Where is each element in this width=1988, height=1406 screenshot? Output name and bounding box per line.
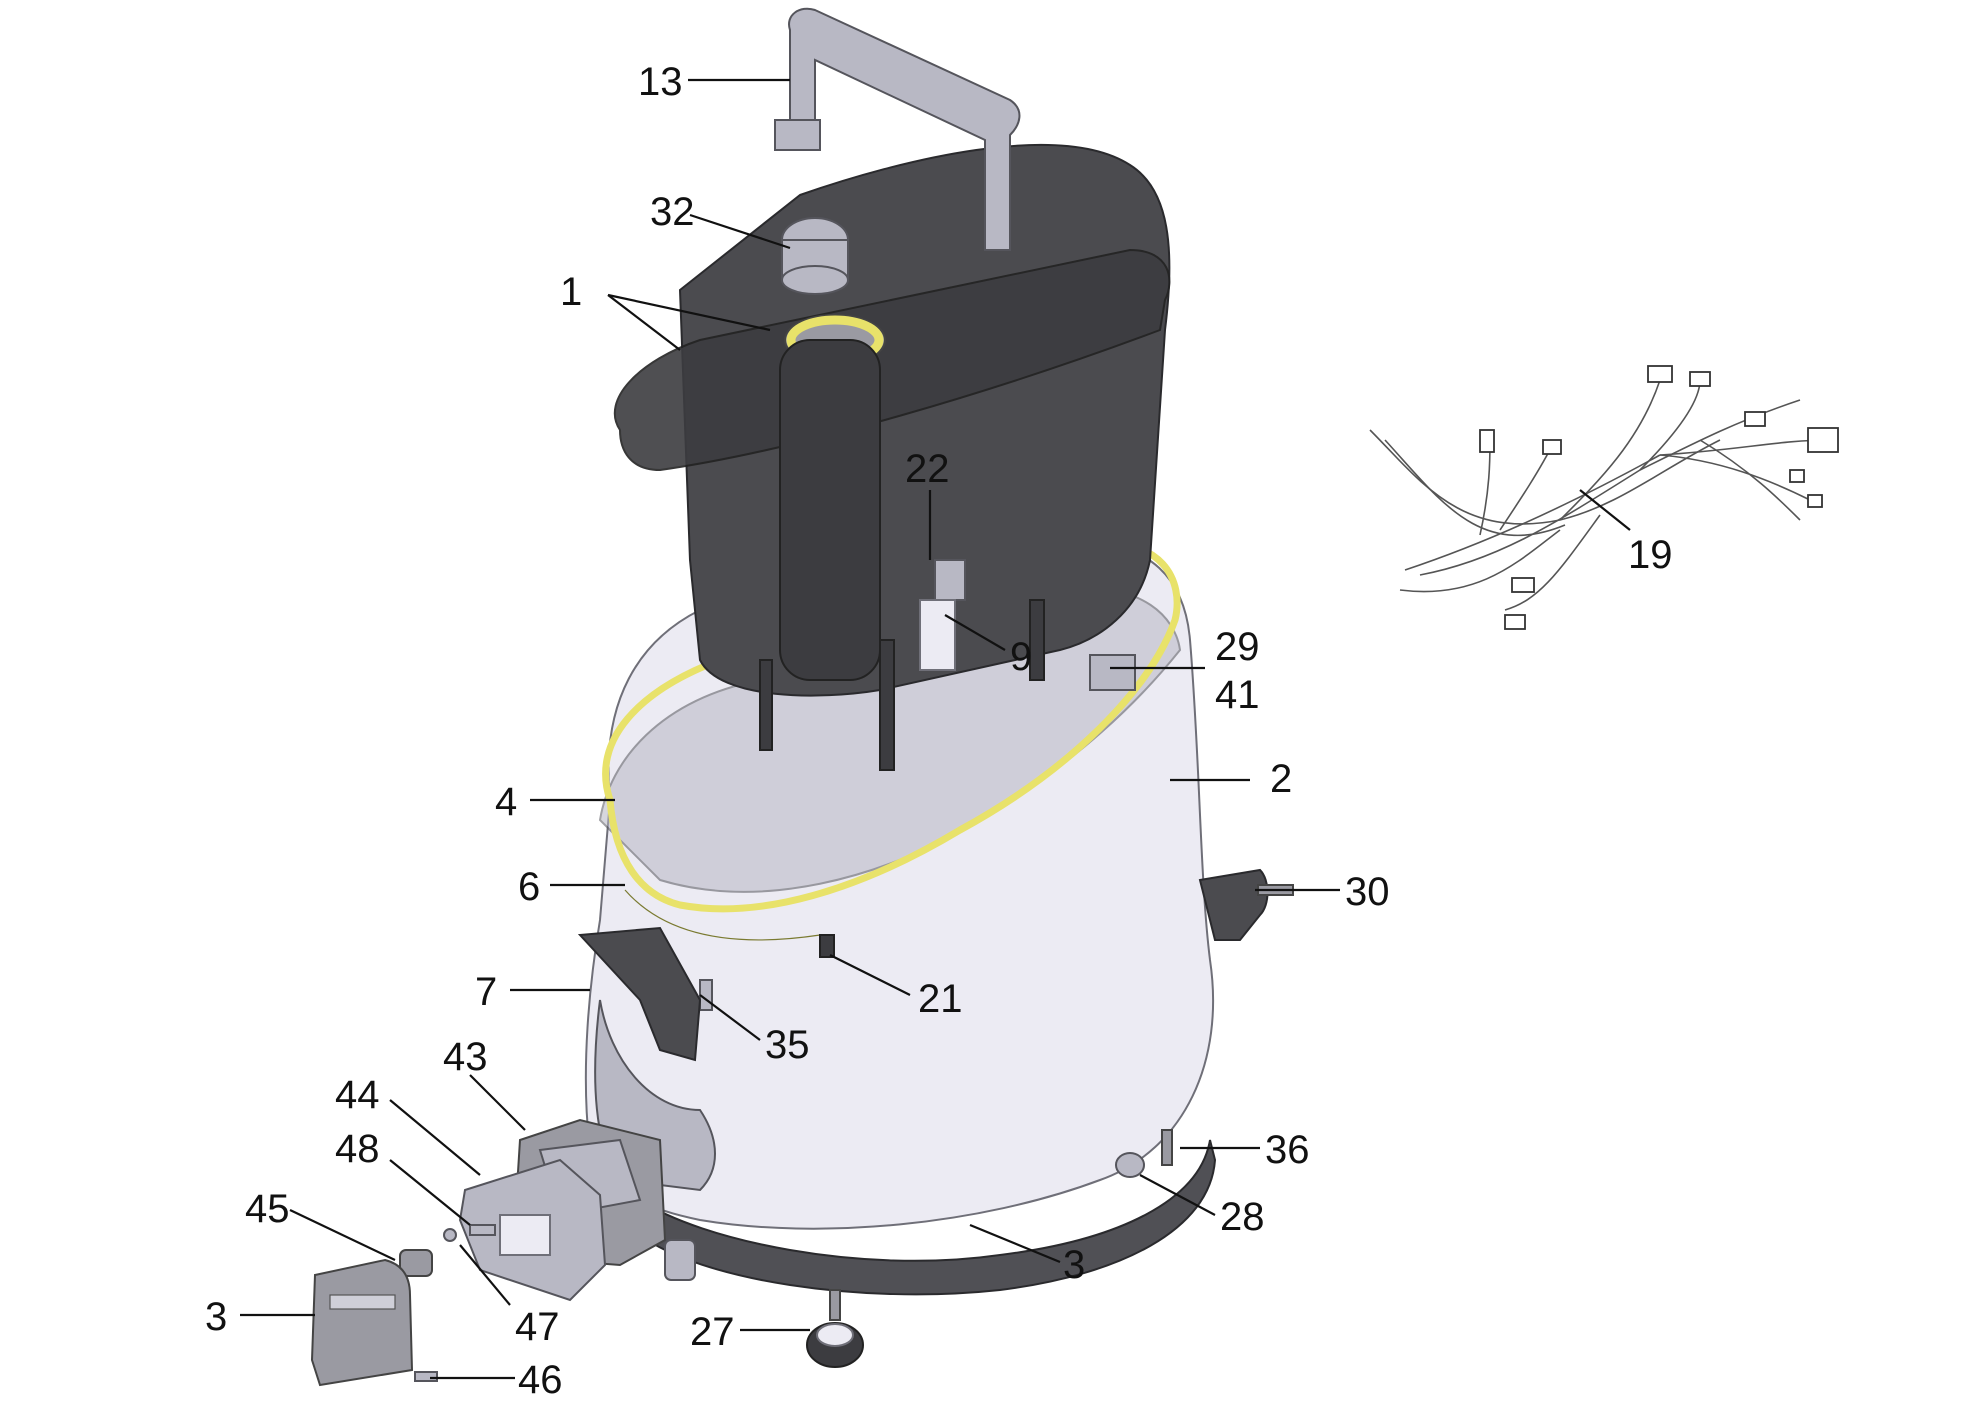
callout-32: 32 (650, 190, 695, 234)
callout-45: 45 (245, 1187, 290, 1231)
handle-13 (774, 7, 1021, 251)
callout-27: 27 (690, 1310, 735, 1354)
power-plug-30 (1198, 868, 1294, 941)
callout-3-panel: 3 (205, 1295, 227, 1339)
leader-lines (240, 78, 1631, 1380)
front-cover-7 (577, 926, 702, 1062)
float-part-22-9 (919, 559, 966, 671)
callout-labels: 13 32 1 22 9 29 41 2 4 6 30 7 21 35 43 4… (205, 60, 1673, 1402)
pin-21 (819, 934, 835, 958)
nut-28 (1115, 1152, 1145, 1178)
screw-36 (1161, 1129, 1173, 1166)
bracket-29-41 (1089, 654, 1136, 691)
callout-19: 19 (1628, 533, 1673, 577)
callout-43: 43 (443, 1035, 488, 1079)
callout-21: 21 (918, 977, 963, 1021)
callout-47: 47 (515, 1305, 560, 1349)
callout-44: 44 (335, 1073, 380, 1117)
callout-41: 41 (1215, 673, 1260, 717)
callout-7: 7 (475, 970, 497, 1014)
seal-ring-4 (602, 540, 1181, 913)
callout-2: 2 (1270, 757, 1292, 801)
inner-seal-6 (624, 889, 821, 941)
spring-47 (443, 1228, 457, 1242)
callout-28: 28 (1220, 1195, 1265, 1239)
callout-3-base: 3 (1063, 1243, 1085, 1287)
sleeve-part (664, 1239, 696, 1281)
front-panel-3 (310, 1258, 414, 1387)
callout-36: 36 (1265, 1128, 1310, 1172)
callout-22: 22 (905, 447, 950, 491)
callout-4: 4 (495, 780, 517, 824)
switch-44 (458, 1158, 607, 1302)
wiring-harness-19 (1369, 365, 1839, 630)
shaft-48 (469, 1224, 496, 1236)
callout-9: 9 (1010, 635, 1032, 679)
callout-29: 29 (1215, 625, 1260, 669)
foot-27 (806, 1289, 864, 1368)
callout-48: 48 (335, 1127, 380, 1171)
callout-13: 13 (638, 60, 683, 104)
callout-1: 1 (560, 270, 582, 314)
knob-45 (399, 1249, 433, 1277)
callout-46: 46 (518, 1358, 563, 1402)
screw-46 (414, 1371, 438, 1382)
callout-35: 35 (765, 1023, 810, 1067)
callout-6: 6 (518, 865, 540, 909)
callout-30: 30 (1345, 870, 1390, 914)
